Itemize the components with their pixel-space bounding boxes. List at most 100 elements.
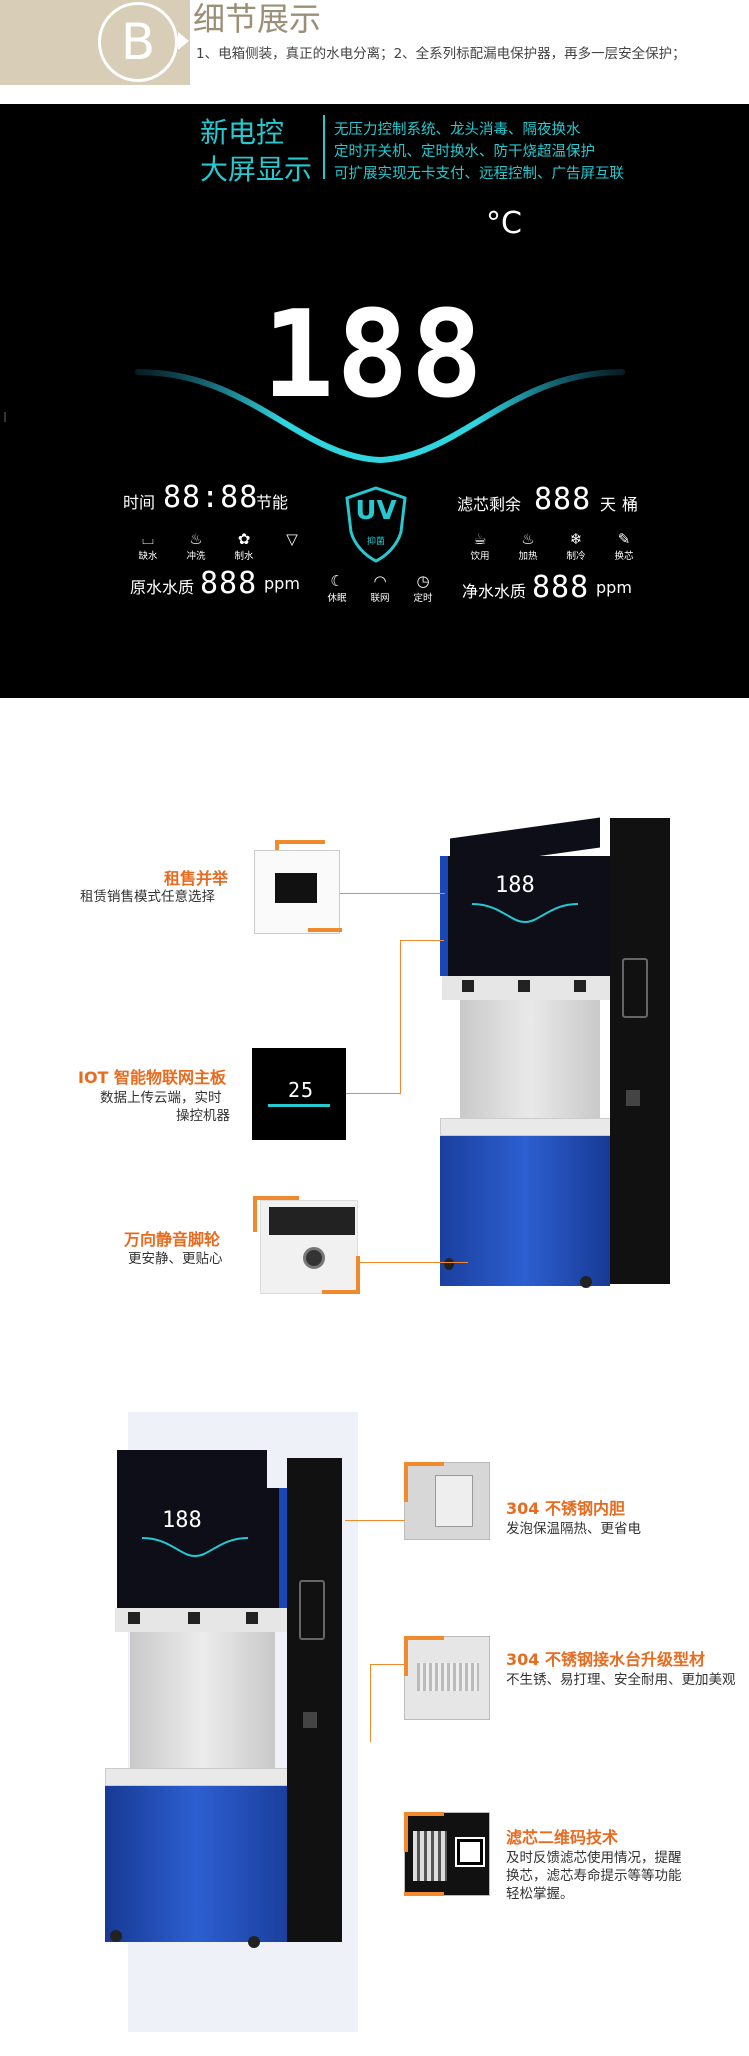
badge-arrow-icon (178, 32, 189, 50)
barrel-label: 桶 (622, 495, 639, 514)
cyan-curve (135, 369, 625, 464)
tap-2 (518, 980, 530, 992)
callout6-text-3: 轻松掌握。 (506, 1886, 574, 1902)
badge-circle: B (98, 2, 178, 82)
dispenser2-screen-curve (141, 1537, 249, 1558)
icon-low-water: ⌴ 缺水 (130, 530, 166, 562)
heat-label: 加热 (518, 551, 538, 562)
iot-thumb-curve (268, 1104, 330, 1107)
network-label: 联网 (370, 593, 390, 604)
callout6-bracket-top (404, 1812, 444, 1816)
wheel-1 (444, 1258, 454, 1270)
callout4-leader (345, 1520, 405, 1521)
callout2-title: IOT 智能物联网主板 (78, 1068, 227, 1087)
callout6-title: 滤芯二维码技术 (506, 1828, 619, 1847)
filter-display: 888 (534, 482, 592, 517)
icon-network: ◠ 联网 (363, 572, 397, 604)
cool-icon: ❄ (569, 530, 583, 548)
callout5-bracket-left (404, 1636, 408, 1676)
dispenser-blue-cabinet (440, 1136, 610, 1286)
dispenser2-top-panel (117, 1488, 287, 1608)
clock-icon: ◷ (416, 572, 430, 590)
caster-thumbnail (260, 1200, 358, 1294)
icon-heat: ♨ 加热 (510, 530, 546, 562)
heat-icon: ♨ (521, 530, 535, 548)
dispenser2-drip-tray (105, 1768, 291, 1786)
wheel2-1 (110, 1930, 122, 1942)
callout5-title: 304 不锈钢接水台升级型材 (506, 1650, 705, 1669)
change-filter-icon: ✎ (617, 530, 631, 548)
change-filter-label: 换芯 (614, 551, 634, 562)
raw-water-display: 888 (200, 566, 258, 601)
pure-water-unit: ppm (596, 578, 632, 597)
uv-shield-icon (345, 486, 407, 563)
low-water-label: 缺水 (138, 551, 158, 562)
panel-mark (4, 412, 6, 422)
raw-water-unit: ppm (264, 574, 300, 593)
callout3-bracket-bottom (322, 1290, 360, 1294)
tank-thumb-body (435, 1475, 473, 1527)
control-panel-showcase (0, 104, 749, 698)
tap2-3 (246, 1612, 258, 1624)
callout5-text: 不生锈、易打理、安全耐用、更加美观 (506, 1672, 736, 1688)
icon-cup: ▽ (274, 530, 310, 562)
filter-thumb (413, 1831, 447, 1881)
flush-icon: ♨ (189, 530, 203, 548)
sleep-icon: ☾ (330, 572, 344, 590)
callout4-bracket-top (404, 1462, 444, 1466)
callout2-leader-h (346, 1093, 401, 1094)
callout6-text-1: 及时反馈滤芯使用情况，提醒 (506, 1850, 682, 1866)
icon-timer: ◷ 定时 (406, 572, 440, 604)
uv-sub-label: 抑菌 (366, 537, 385, 547)
callout3-text: 更安静、更贴心 (128, 1251, 223, 1267)
make-water-icon: ✿ (237, 530, 251, 548)
dispenser-side-panel (610, 818, 670, 1284)
dispenser-stainless-recess (460, 1000, 600, 1120)
callout3-title: 万向静音脚轮 (124, 1230, 221, 1249)
make-water-label: 制水 (234, 551, 254, 562)
dispenser-screen-digits: 188 (495, 873, 535, 898)
tray-thumbnail (404, 1636, 490, 1720)
callout2-leader-v (400, 940, 401, 1094)
callout5-leader-v (370, 1664, 371, 1742)
timer-label: 定时 (413, 593, 433, 604)
caster-wheel-icon (303, 1247, 325, 1269)
tap2-1 (128, 1612, 140, 1624)
dispenser2-screen-digits: 188 (162, 1508, 202, 1533)
mid-icon-row: ☾ 休眠 ◠ 联网 ◷ 定时 (320, 572, 440, 604)
feature-line-3: 可扩展实现无卡支付、远程控制、广告屏互联 (334, 166, 624, 182)
icon-change-filter: ✎ 换芯 (606, 530, 642, 562)
dispenser-drip-tray (440, 1118, 612, 1136)
callout4-text: 发泡保温隔热、更省电 (506, 1521, 641, 1537)
temperature-display: 188 (262, 286, 485, 425)
caster-thumb-body (269, 1207, 355, 1235)
drink-label: 饮用 (470, 551, 490, 562)
pure-water-display: 888 (532, 570, 590, 605)
callout6-text-2: 换芯，滤芯寿命提示等等功能 (506, 1868, 682, 1884)
flush-label: 冲洗 (186, 551, 206, 562)
callout1-leader (340, 893, 445, 894)
page-subtitle: 1、电箱侧装，真正的水电分离；2、全系列标配漏电保护器，再多一层安全保护； (196, 46, 686, 62)
side2-vent (299, 1580, 325, 1640)
headline-divider (323, 115, 325, 179)
icon-sleep: ☾ 休眠 (320, 572, 354, 604)
feature-line-2: 定时开关机、定时换水、防干烧超温保护 (334, 144, 595, 160)
callout1-bracket-bottom (308, 928, 342, 932)
callout1-bracket-top (275, 840, 325, 844)
side-switch (626, 1090, 640, 1106)
drink-icon: ☕ (473, 530, 487, 548)
tap-1 (462, 980, 474, 992)
callout5-leader-h (370, 1664, 405, 1665)
right-icon-row: ☕ 饮用 ♨ 加热 ❄ 制冷 ✎ 换芯 (462, 530, 642, 562)
page-title: 细节展示 (193, 0, 322, 38)
water-dispenser-front: 188 (440, 817, 675, 1288)
callout4-title: 304 不锈钢内胆 (506, 1499, 625, 1518)
callout3-bracket-left (253, 1196, 257, 1232)
tray-thumb-grid (417, 1663, 479, 1691)
energy-label: 节能 (256, 493, 289, 512)
day-label: 天 (600, 495, 617, 514)
dispenser2-tap-bar (115, 1608, 287, 1632)
rental-thumbnail (254, 850, 340, 934)
callout6-bracket-left (404, 1812, 408, 1852)
rental-thumb-screen (275, 873, 317, 903)
